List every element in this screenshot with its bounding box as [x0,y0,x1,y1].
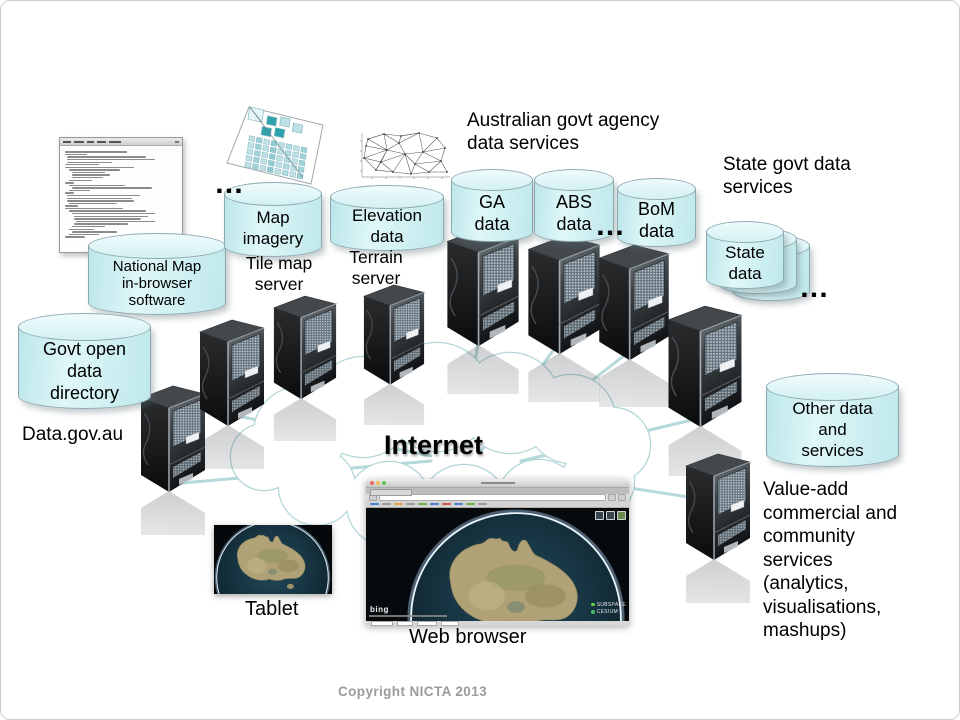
server-valueadd [685,453,751,603]
cylinder-abs: ABS data [534,169,614,242]
bookmarks-bar [366,501,629,508]
tablet-screen [214,525,332,594]
cylinder-elevation-label: Elevation data [352,206,422,247]
search-field [608,494,616,501]
cylinder-govt-open-label: Govt open data directory [42,338,127,403]
attribution-text-placeholder [369,615,447,617]
cylinder-govt-open: Govt open data directory [18,313,151,409]
legend-cesium: CESIUM [596,609,618,615]
mode-icon [617,511,626,520]
close-icon [370,481,374,485]
minimize-icon [376,481,380,485]
cylinder-map-imagery: Map imagery [224,182,322,257]
browser-title-placeholder [480,481,515,484]
cylinder-state-label: State data [725,242,765,283]
browser-status-bar [366,621,629,626]
code-window-titlebar [60,138,182,146]
label-web-browser: Web browser [409,626,527,648]
code-editor-window [59,137,183,253]
globe-australia-small [214,525,331,594]
menu-button [618,494,626,501]
tin-mesh-image [360,132,450,179]
maximize-icon [382,481,386,485]
heading-state-services: State govt data services [723,154,851,198]
browser-tab [370,489,412,496]
label-value-add-services: Value-add commercial and community servi… [763,479,898,641]
cylinder-bom: BoM data [617,178,696,247]
copyright-text: Copyright NICTA 2013 [338,684,488,699]
home-icon [606,511,615,520]
heading-agency-services: Australian govt agency data services [467,110,660,154]
cylinder-ga-label: GA data [474,192,510,234]
ellipsis-right: … [799,271,829,304]
label-terrain-server: Terrain server [349,247,403,288]
cylinder-abs-label: ABS data [555,192,593,234]
cylinder-map-imagery-label: Map imagery [242,207,304,248]
browser-tab-bar [366,488,629,496]
label-data-gov-au: Data.gov.au [22,424,124,445]
url-field [379,494,606,501]
cylinder-other-data-label: Other data and services [792,399,873,461]
browser-address-bar [366,494,629,501]
cylinder-other-data: Other data and services [766,373,899,467]
cylinder-state-front: State data [706,221,784,289]
label-internet: Internet [384,430,484,460]
tile-pyramid-image [226,106,324,185]
cylinder-bom-label: BoM data [637,199,675,241]
code-text-lines [60,146,182,243]
label-tile-map-server: Tile map server [245,253,313,294]
cylinder-national-map: National Map in-browser software [88,233,226,315]
browser-titlebar [366,479,629,488]
map-tool-icons [595,511,626,520]
map-legend: SUBSPACE CESIUM [591,601,626,615]
layers-icon [595,511,604,520]
browser-viewport-globe: bing SUBSPACE CESIUM [366,508,629,621]
ellipsis-left: … [214,167,244,200]
web-browser-window: bing SUBSPACE CESIUM [366,479,629,626]
cylinder-national-map-label: National Map in-browser software [112,257,202,309]
cylinder-elevation: Elevation data [330,185,444,251]
label-tablet: Tablet [245,598,299,620]
cylinder-ga: GA data [451,169,533,242]
legend-subspace: SUBSPACE [596,601,626,608]
ellipsis-center: … [595,209,625,242]
bing-logo: bing [370,605,389,614]
server-datagov [140,385,206,535]
